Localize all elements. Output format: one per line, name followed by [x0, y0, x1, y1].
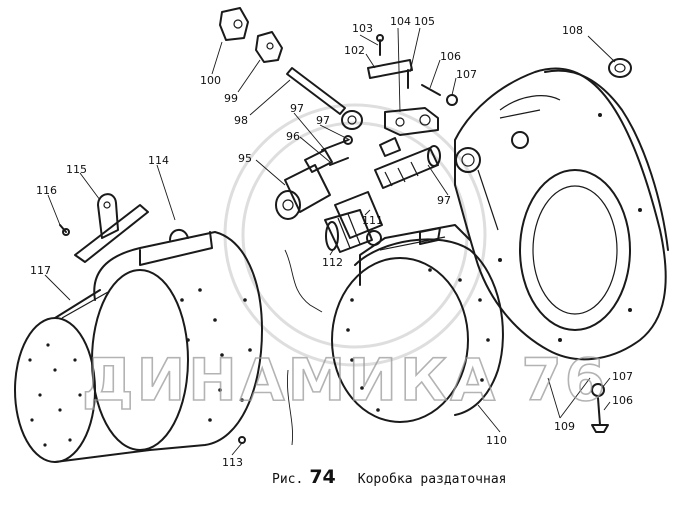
transfer-case-housing	[454, 67, 669, 361]
callout-107-bottom: 107	[612, 370, 633, 383]
callout-111: 111	[362, 214, 383, 227]
callout-105: 105	[414, 15, 435, 28]
shaft-99	[286, 67, 363, 130]
bracket-115	[74, 193, 149, 263]
callout-106-top: 106	[440, 50, 461, 63]
bolt-103	[376, 34, 384, 56]
callout-103: 103	[352, 22, 373, 35]
cap-101	[219, 7, 249, 41]
bolt-116	[59, 224, 70, 236]
callout-102: 102	[344, 44, 365, 57]
spline-sleeve-112	[324, 209, 373, 253]
pin-102	[367, 59, 413, 79]
nut-107-top	[446, 94, 458, 106]
bolt-106-top	[421, 84, 441, 96]
callout-115: 115	[66, 163, 87, 176]
caption-title: Коробка раздаточная	[357, 472, 507, 487]
callout-110: 110	[486, 434, 507, 447]
callout-98: 97	[316, 114, 330, 127]
callout-104: 104	[390, 15, 411, 28]
callout-117: 117	[30, 264, 51, 277]
callout-97-top: 97	[290, 102, 304, 115]
callout-113: 113	[222, 456, 243, 469]
brake-band-114	[91, 229, 263, 451]
callout-100: 99	[224, 92, 238, 105]
yoke-104	[384, 107, 439, 136]
nut-107-bottom	[591, 383, 605, 397]
sleeve-111	[334, 191, 383, 239]
washer-108	[608, 58, 632, 78]
watermark-text: ДИНАМИКА 76	[82, 346, 608, 414]
callout-99: 98	[234, 114, 248, 127]
assembly-arrow	[284, 249, 323, 313]
leader-lines	[44, 27, 616, 456]
callout-107-top: 107	[456, 68, 477, 81]
callout-numbers: 100 99 98 103 102 104 105 106 107 108 97…	[30, 15, 633, 469]
callout-114: 114	[148, 154, 169, 167]
figure-caption: Рис. 74 Коробка раздаточная	[272, 466, 506, 488]
callout-109: 109	[554, 420, 575, 433]
assembly-line	[286, 369, 294, 446]
bolt-113	[238, 436, 246, 444]
plate-100	[255, 31, 283, 63]
callout-97-right: 97	[437, 194, 451, 207]
caption-prefix: Рис.	[272, 472, 304, 487]
callout-108: 108	[562, 24, 583, 37]
figure-number: 74	[309, 466, 336, 488]
callout-101: 100	[200, 74, 221, 87]
pin-96-98	[321, 135, 353, 166]
callout-112: 112	[322, 256, 343, 269]
lining-117	[14, 289, 151, 463]
brake-band-110	[331, 224, 504, 423]
bolt-106-bottom	[591, 397, 609, 433]
callout-95: 95	[238, 152, 252, 165]
callout-106-bottom: 106	[612, 394, 633, 407]
spline-shaft-97	[374, 137, 441, 189]
callout-116: 116	[36, 184, 57, 197]
lever-95	[275, 149, 333, 220]
callout-96: 96	[286, 130, 300, 143]
